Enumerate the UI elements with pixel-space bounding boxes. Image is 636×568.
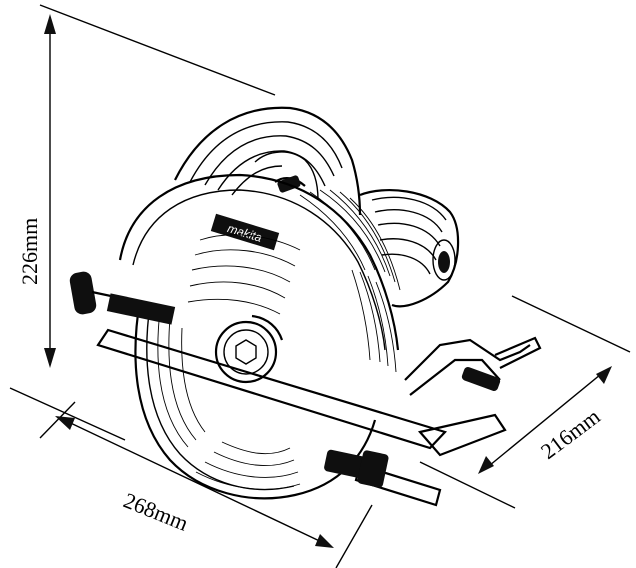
brand-badge: makita: [210, 213, 280, 251]
arbor-nut: [214, 314, 284, 384]
height-arrow-bottom: [44, 348, 56, 368]
motor-housing: [359, 189, 460, 308]
width-arrow-bottom: [478, 456, 494, 474]
front-knob: [69, 271, 176, 325]
width-dimension: 216mm: [419, 295, 631, 509]
width-label: 216mm: [536, 404, 605, 464]
bevel-lever: [461, 367, 501, 391]
blade-guard: [118, 173, 401, 373]
circular-saw: makita: [69, 106, 542, 507]
length-arrow-left: [55, 416, 75, 430]
width-arrow-top: [596, 366, 612, 384]
motor-end-cap: [432, 239, 456, 281]
length-label: 268mm: [120, 487, 192, 535]
height-arrow-top: [44, 14, 56, 34]
base-plate: [96, 328, 542, 457]
height-dimension: 226mm: [17, 4, 276, 368]
guide-bar: [324, 449, 442, 507]
height-label: 226mm: [17, 218, 42, 285]
length-arrow-right: [315, 534, 334, 548]
